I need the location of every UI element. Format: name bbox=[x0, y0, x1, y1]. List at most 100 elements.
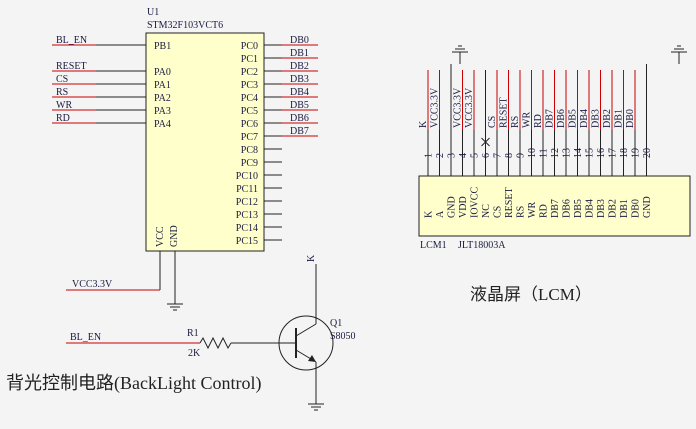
mcu-left-net-label: CS bbox=[56, 74, 68, 85]
lcm-pin-name: NC bbox=[481, 204, 492, 218]
r1-value-label: 2K bbox=[188, 348, 201, 359]
mcu-part-label: STM32F103VCT6 bbox=[147, 20, 223, 31]
lcm-pin-number: 19 bbox=[631, 148, 642, 158]
r1-ref-label: R1 bbox=[187, 328, 199, 339]
lcm-net-label: VCC3.3V bbox=[453, 87, 464, 128]
mcu-right-pin-label: PC4 bbox=[241, 93, 258, 104]
mcu-body bbox=[145, 32, 265, 252]
lcm-pin-number: 11 bbox=[539, 148, 550, 158]
lcm-pin-name: WR bbox=[527, 202, 538, 218]
lcm-net-label: VCC3.3V bbox=[430, 87, 441, 128]
mcu-pin-gnd: GND bbox=[169, 225, 180, 247]
mcu-u1: U1 STM32F103VCT6 BL_ENPB1RESETPA0CSPA1RS… bbox=[52, 7, 318, 311]
mcu-right-net-label: DB0 bbox=[290, 35, 309, 46]
lcm-net-label: VCC3.3V bbox=[464, 87, 475, 128]
lcm-pin-name: RESET bbox=[504, 187, 515, 218]
q1-ground-symbol bbox=[308, 403, 324, 411]
bl-en-net-label: BL_EN bbox=[70, 332, 101, 343]
mcu-left-pin-label: PB1 bbox=[154, 41, 171, 52]
lcm-pin-number: 7 bbox=[493, 153, 504, 158]
lcm-pin-name: K bbox=[424, 210, 435, 218]
mcu-right-pin-label: PC3 bbox=[241, 80, 258, 91]
mcu-right-pin-label: PC11 bbox=[236, 184, 258, 195]
lcm-ground-symbol-pin3 bbox=[452, 45, 468, 64]
mcu-right-net-label: DB2 bbox=[290, 61, 309, 72]
lcm-pin-number: 10 bbox=[527, 148, 538, 158]
lcm-pin-number: 6 bbox=[481, 153, 492, 158]
mcu-right-pin-label: PC1 bbox=[241, 54, 258, 65]
lcm-pin-name: CS bbox=[493, 206, 504, 218]
lcm-pin-name: A bbox=[435, 210, 446, 218]
mcu-right-pins: DB0PC0DB1PC1DB2PC2DB3PC3DB4PC4DB5PC5DB6P… bbox=[236, 35, 318, 247]
lcm-pin-number: 16 bbox=[596, 148, 607, 158]
lcm-net-label: RS bbox=[510, 116, 521, 128]
lcm-pins: 1KK2AVCC3.3V3GND4VDDVCC3.3V5IOVCCVCC3.3V… bbox=[418, 64, 653, 218]
lcm-pin-name: DB4 bbox=[585, 199, 596, 218]
lcm-pin-number: 8 bbox=[504, 153, 515, 158]
lcm-pin-number: 13 bbox=[562, 148, 573, 158]
lcm-body bbox=[418, 175, 691, 237]
lcm-pin-number: 3 bbox=[447, 153, 458, 158]
lcm-caption: 液晶屏（LCM） bbox=[470, 285, 592, 304]
lcm-pin-name: IOVCC bbox=[470, 187, 481, 218]
backlight-caption: 背光控制电路(BackLight Control) bbox=[6, 373, 261, 394]
mcu-ground-symbol bbox=[167, 303, 183, 311]
mcu-pin-vcc: VCC bbox=[155, 226, 166, 247]
lcm-part-label: JLT18003A bbox=[458, 240, 506, 251]
mcu-right-pin-label: PC5 bbox=[241, 106, 258, 117]
lcm-pin-number: 1 bbox=[424, 153, 435, 158]
lcm-net-label: K bbox=[418, 120, 429, 128]
lcm-pin-number: 9 bbox=[516, 153, 527, 158]
mcu-right-net-label: DB6 bbox=[290, 113, 309, 124]
lcm-ground-symbol-pin20 bbox=[671, 45, 687, 64]
mcu-left-net-label: BL_EN bbox=[56, 35, 87, 46]
mcu-right-pin-label: PC2 bbox=[241, 67, 258, 78]
mcu-left-pin-label: PA0 bbox=[154, 67, 171, 78]
q1-part-label: S8050 bbox=[330, 331, 356, 342]
lcm-pin-number: 5 bbox=[470, 153, 481, 158]
lcm-pin-number: 17 bbox=[608, 148, 619, 158]
lcm-pin-number: 14 bbox=[573, 148, 584, 158]
mcu-right-pin-label: PC10 bbox=[236, 171, 258, 182]
lcm-pin-number: 15 bbox=[585, 148, 596, 158]
mcu-left-pin-label: PA4 bbox=[154, 119, 171, 130]
mcu-right-pin-label: PC9 bbox=[241, 158, 258, 169]
lcm-pin-name: DB7 bbox=[550, 199, 561, 218]
lcm-pin-number: 20 bbox=[642, 148, 653, 158]
lcm-net-label: DB2 bbox=[602, 109, 613, 128]
mcu-right-net-label: DB1 bbox=[290, 48, 309, 59]
lcm-net-label: RD bbox=[533, 114, 544, 128]
q1-ref-label: Q1 bbox=[330, 318, 342, 329]
mcu-left-net-label: WR bbox=[56, 100, 72, 111]
lcm-nc-cross bbox=[481, 137, 490, 147]
lcm-pin-number: 2 bbox=[435, 153, 446, 158]
lcm-net-label: DB4 bbox=[579, 109, 590, 128]
q1-collector-leg bbox=[295, 323, 317, 337]
mcu-right-pin-label: PC15 bbox=[236, 236, 258, 247]
q1-emitter-arrow bbox=[308, 355, 316, 362]
lcm-ref-label: LCM1 bbox=[420, 240, 447, 251]
mcu-right-net-label: DB3 bbox=[290, 74, 309, 85]
mcu-left-net-label: RS bbox=[56, 87, 68, 98]
mcu-right-pin-label: PC0 bbox=[241, 41, 258, 52]
mcu-right-net-label: DB7 bbox=[290, 126, 309, 137]
lcm-net-label: DB7 bbox=[545, 109, 556, 128]
mcu-right-net-label: DB5 bbox=[290, 100, 309, 111]
mcu-vcc-net-label: VCC3.3V bbox=[72, 279, 113, 290]
lcm-net-label: DB5 bbox=[568, 109, 579, 128]
lcm-net-label: CS bbox=[487, 116, 498, 128]
lcm-net-label: RESET bbox=[499, 97, 510, 128]
lcm-net-label: DB6 bbox=[556, 109, 567, 128]
lcm-net-label: DB1 bbox=[614, 109, 625, 128]
mcu-right-pin-label: PC7 bbox=[241, 132, 258, 143]
lcm-pin-name: GND bbox=[642, 196, 653, 218]
lcm-pin-name: DB2 bbox=[608, 199, 619, 218]
lcm-pin-name: RS bbox=[516, 206, 527, 218]
mcu-right-pin-label: PC12 bbox=[236, 197, 258, 208]
lcm-pin-name: DB3 bbox=[596, 199, 607, 218]
lcm-net-label: DB3 bbox=[591, 109, 602, 128]
lcm-pin-name: VDD bbox=[458, 196, 469, 218]
lcm-pin-name: DB0 bbox=[631, 199, 642, 218]
